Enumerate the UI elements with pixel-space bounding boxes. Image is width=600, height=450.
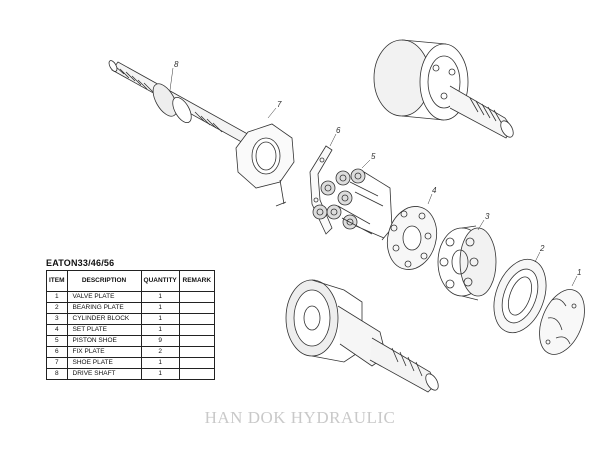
part-fix-plate — [309, 145, 333, 235]
cell-remark — [178, 335, 215, 347]
callout-3: 3 — [485, 212, 490, 221]
cell-remark — [178, 324, 215, 336]
cell-quantity: 1 — [140, 357, 180, 369]
cell-description: VALVE PLATE — [66, 291, 142, 303]
table-title: EATON33/46/56 — [46, 258, 115, 268]
cell-description: DRIVE SHAFT — [66, 368, 142, 380]
callout-2: 2 — [539, 244, 545, 253]
cell-item: 3 — [46, 313, 68, 325]
table-row: 1 VALVE PLATE 1 — [46, 291, 215, 303]
cell-description: FIX PLATE — [66, 346, 142, 358]
header-quantity: QUANTITY — [140, 270, 180, 292]
part-shoe-plate — [235, 123, 295, 207]
table-row: 7 SHOE PLATE 1 — [46, 357, 215, 369]
cell-quantity: 1 — [140, 368, 180, 380]
cell-remark — [178, 302, 215, 314]
callout-1: 1 — [577, 268, 581, 277]
part-valve-plate — [539, 289, 585, 355]
cell-quantity: 1 — [140, 313, 180, 325]
cell-quantity: 2 — [140, 346, 180, 358]
cell-quantity: 1 — [140, 291, 180, 303]
cell-remark — [178, 313, 215, 325]
callout-7: 7 — [277, 100, 282, 109]
table-row: 5 PISTON SHOE 9 — [46, 335, 215, 347]
callout-4: 4 — [432, 186, 437, 195]
assembly-bottom — [285, 279, 439, 393]
cell-item: 7 — [46, 357, 68, 369]
part-drive-shaft — [108, 60, 263, 151]
cell-item: 6 — [46, 346, 68, 358]
cell-item: 4 — [46, 324, 68, 336]
cell-item: 2 — [46, 302, 68, 314]
callout-5: 5 — [371, 152, 376, 161]
cell-description: BEARING PLATE — [66, 302, 142, 314]
cell-quantity: 1 — [140, 302, 180, 314]
table-row: 4 SET PLATE 1 — [46, 324, 215, 336]
table-header-row: ITEM DESCRIPTION QUANTITY REMARK — [46, 270, 215, 292]
callout-8: 8 — [174, 60, 179, 69]
table-row: 2 BEARING PLATE 1 — [46, 302, 215, 314]
part-piston-shoes — [312, 168, 393, 241]
header-remark: REMARK — [178, 270, 215, 292]
cell-quantity: 9 — [140, 335, 180, 347]
cell-item: 5 — [46, 335, 68, 347]
part-bearing-plate — [493, 258, 547, 334]
cell-remark — [178, 346, 215, 358]
header-description: DESCRIPTION — [66, 270, 142, 292]
parts-table: ITEM DESCRIPTION QUANTITY REMARK 1 VALVE… — [46, 270, 215, 380]
callout-6: 6 — [336, 126, 341, 135]
cell-item: 1 — [46, 291, 68, 303]
cell-item: 8 — [46, 368, 68, 380]
table-row: 3 CYLINDER BLOCK 1 — [46, 313, 215, 325]
cell-description: CYLINDER BLOCK — [66, 313, 142, 325]
table-row: 6 FIX PLATE 2 — [46, 346, 215, 358]
cell-quantity: 1 — [140, 324, 180, 336]
header-item: ITEM — [46, 270, 68, 292]
part-cylinder-block — [437, 225, 497, 301]
cell-description: SET PLATE — [66, 324, 142, 336]
parts-table-panel: EATON33/46/56 ITEM DESCRIPTION QUANTITY … — [46, 258, 215, 380]
cell-description: SHOE PLATE — [66, 357, 142, 369]
cell-remark — [178, 291, 215, 303]
cell-remark — [178, 368, 215, 380]
assembly-top-right — [373, 39, 514, 139]
watermark-text: HAN DOK HYDRAULIC — [204, 408, 396, 427]
table-row: 8 DRIVE SHAFT 1 — [46, 368, 215, 380]
part-set-plate — [386, 206, 438, 270]
cell-description: PISTON SHOE — [66, 335, 142, 347]
cell-remark — [178, 357, 215, 369]
